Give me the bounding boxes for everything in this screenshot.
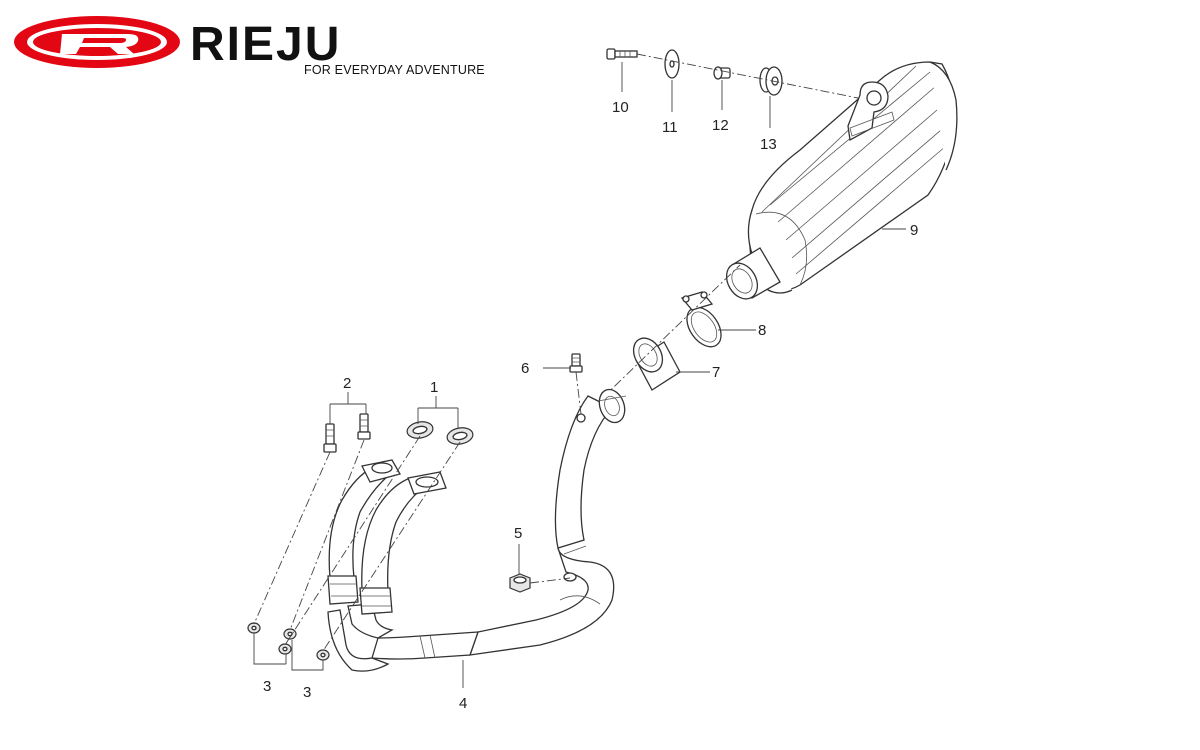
callout-13: 13 (760, 136, 777, 153)
mount-bolt-part (606, 48, 638, 60)
pipe-clamp-part (680, 291, 722, 348)
callout-2: 2 (343, 375, 351, 392)
callout-8: 8 (758, 322, 766, 339)
callout-7: 7 (712, 364, 720, 381)
mount-axis-line (636, 53, 859, 99)
collar-part (713, 66, 731, 80)
callout-3-left: 3 (263, 678, 271, 695)
callout-3-right: 3 (303, 684, 311, 701)
callout-9: 9 (910, 222, 918, 239)
header-studs-part (323, 413, 371, 453)
callout-10: 10 (612, 99, 629, 116)
pipe-axis-line (589, 264, 741, 411)
nut-part (509, 573, 531, 593)
assembly-lines (253, 371, 582, 652)
silencer-part (725, 61, 958, 300)
leader-lines (253, 62, 906, 688)
callout-5: 5 (514, 525, 522, 542)
washer-part (664, 49, 680, 79)
brand-wordmark: RIEJU (190, 18, 341, 71)
callout-12: 12 (712, 117, 729, 134)
callout-1: 1 (430, 379, 438, 396)
callout-11: 11 (662, 119, 678, 136)
callout-4: 4 (459, 695, 467, 712)
connector-gasket-part (632, 337, 681, 391)
header-pipe-part (327, 388, 627, 672)
callout-6: 6 (521, 360, 529, 377)
sensor-bolt-part (569, 353, 583, 373)
callout-numbers: 1 2 3 3 4 5 6 7 8 9 10 11 12 13 (263, 99, 918, 712)
brand-logo: RIEJU FOR EVERYDAY ADVENTURE (14, 16, 485, 77)
flange-nuts-part (247, 622, 330, 661)
exhaust-gaskets-part (406, 421, 474, 445)
brand-tagline: FOR EVERYDAY ADVENTURE (304, 63, 485, 77)
logo-emblem (14, 16, 180, 68)
